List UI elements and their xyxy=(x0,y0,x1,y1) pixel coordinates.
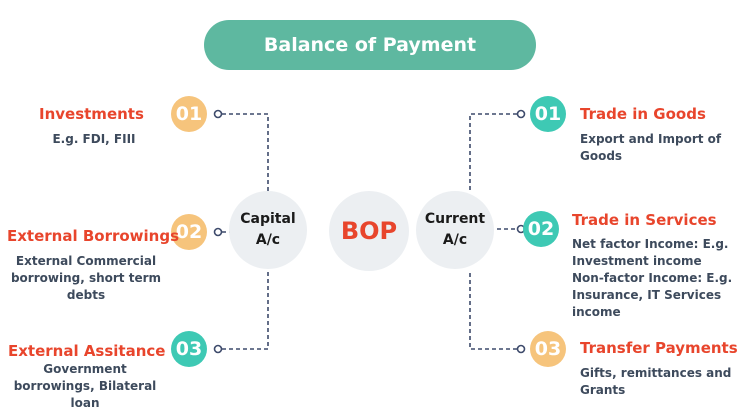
capital-item-02-heading: External Borrowings xyxy=(7,227,180,245)
connector-dot xyxy=(213,344,223,354)
connector-capital-03 xyxy=(222,270,269,350)
connector-dot xyxy=(213,109,223,119)
current-item-03-description: Gifts, remittances and Grants xyxy=(580,366,732,397)
connector-dot xyxy=(516,109,526,119)
capital-item-03-description: Government borrowings, Bilateral loan xyxy=(13,362,157,410)
capital-item-02-description: External Commercial borrowing, short ter… xyxy=(10,254,162,302)
capital-account-node: Capital A/c xyxy=(229,191,307,269)
current-item-01-badge: 01 xyxy=(530,96,566,132)
capital-item-03-heading: External Assitance xyxy=(8,342,166,360)
connector-current-03 xyxy=(469,270,517,350)
current-item-01-heading: Trade in Goods xyxy=(580,105,706,123)
bop-center-node: BOP xyxy=(329,191,409,271)
capital-item-01-description: E.g. FDI, FIII xyxy=(52,132,136,146)
page-title: Balance of Payment xyxy=(263,34,477,56)
connector-dot xyxy=(516,344,526,354)
current-account-label: Current A/c xyxy=(424,211,486,248)
connector-current-01 xyxy=(469,113,517,193)
connector-dot xyxy=(213,227,223,237)
capital-item-01-heading: Investments xyxy=(39,105,144,123)
capital-account-label: Capital A/c xyxy=(240,211,296,248)
current-item-01-description: Export and Import of Goods xyxy=(580,132,722,163)
current-item-03-heading: Transfer Payments xyxy=(580,339,738,357)
capital-item-01-badge: 01 xyxy=(171,96,207,132)
current-account-node: Current A/c xyxy=(416,191,494,269)
current-item-02-description: Net factor Income: E.g. Investment incom… xyxy=(572,237,733,319)
capital-item-03-badge: 03 xyxy=(171,331,207,367)
current-item-02-badge: 02 xyxy=(523,211,559,247)
bop-label: BOP xyxy=(340,217,398,245)
current-item-03-badge: 03 xyxy=(530,331,566,367)
capital-item-02-badge: 02 xyxy=(171,214,207,250)
current-item-02-heading: Trade in Services xyxy=(572,211,717,229)
title-banner: Balance of Payment xyxy=(204,20,536,70)
connector-capital-01 xyxy=(222,113,269,193)
